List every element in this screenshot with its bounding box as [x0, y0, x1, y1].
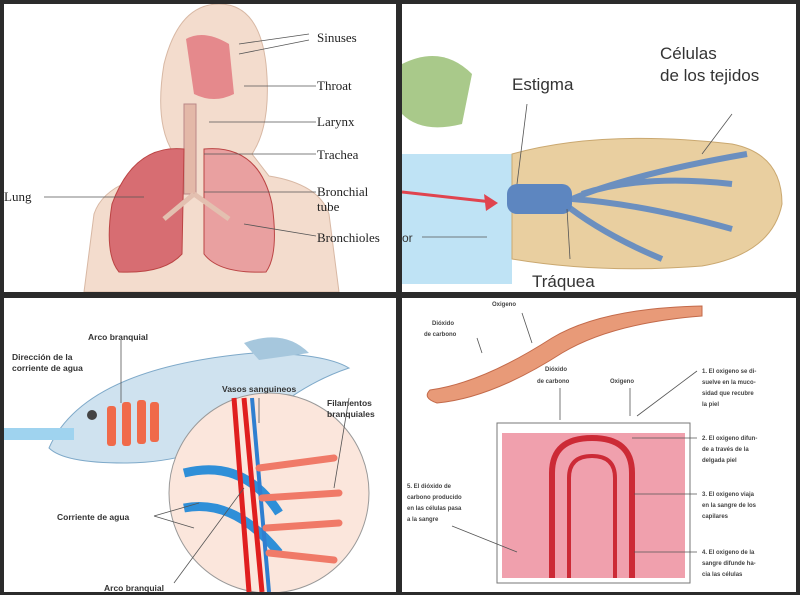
- fish-gills-panel: Arco branquial Dirección de la corriente…: [4, 298, 396, 592]
- label-larynx: Larynx: [317, 114, 355, 129]
- label-bronchial: Bronchial: [317, 184, 369, 199]
- step-5-line: a la sangre: [407, 517, 439, 523]
- step-4: 4. El oxigeno de la sangre difunde ha- c…: [702, 550, 756, 578]
- step-2: 2. El oxigeno difun- de a través de la d…: [702, 436, 757, 464]
- step-2-line: delgada piel: [702, 458, 737, 464]
- step-1: 1. El oxigeno se di- suelve en la muco- …: [702, 369, 756, 408]
- label-celulas-1: Células: [660, 44, 717, 63]
- worm-respiration-panel: Oxigeno Dióxido de carbono Dióxido de ca…: [402, 298, 796, 592]
- step-2-line: 2. El oxigeno difun-: [702, 436, 757, 442]
- label-dioxido-top-1: Dióxido: [432, 321, 454, 327]
- step-3-line: 3. El oxigeno viaja: [702, 492, 755, 498]
- label-direccion-1: Dirección de la: [12, 352, 73, 362]
- step-1-line: suelve en la muco-: [702, 380, 756, 386]
- label-dioxido-top-2: de carbono: [424, 332, 457, 338]
- step-4-line: cia las células: [702, 572, 743, 578]
- label-oxigeno-top: Oxigeno: [492, 302, 516, 308]
- step-3-line: capilares: [702, 514, 729, 520]
- fish-gills-illustration: Arco branquial Dirección de la corriente…: [4, 332, 375, 592]
- insect-trachea-panel: Estigma Células de los tejidos Tráquea o…: [402, 4, 796, 292]
- label-corriente: Corriente de agua: [57, 512, 130, 522]
- label-direccion-2: corriente de agua: [12, 363, 83, 373]
- worm-respiration-illustration: Oxigeno Dióxido de carbono Dióxido de ca…: [407, 302, 757, 584]
- step-3-line: en la sangre de los: [702, 503, 757, 509]
- step-4-line: 4. El oxigeno de la: [702, 550, 755, 556]
- insect-trachea-illustration: Estigma Células de los tejidos Tráquea o…: [402, 44, 783, 291]
- label-dioxido-mid-1: Dióxido: [545, 367, 567, 373]
- label-filamentos-2: branquiales: [327, 409, 375, 419]
- label-filamentos-1: Filamentos: [327, 398, 372, 408]
- label-tube: tube: [317, 199, 340, 214]
- label-celulas-2: de los tejidos: [660, 66, 759, 85]
- label-trachea: Trachea: [317, 147, 359, 162]
- step-4-line: sangre difunde ha-: [702, 561, 756, 567]
- label-arco-branquial-bottom: Arco branquial: [104, 583, 164, 592]
- step-5: 5. El dióxido de carbono producido en la…: [407, 484, 462, 523]
- label-lung: Lung: [4, 189, 32, 204]
- step-5-line: en las células pasa: [407, 506, 462, 512]
- step-5-line: 5. El dióxido de: [407, 484, 452, 490]
- label-dioxido-mid-2: de carbono: [537, 379, 570, 385]
- label-estigma: Estigma: [512, 75, 574, 94]
- human-respiratory-panel: Sinuses Throat Larynx Trachea Lung Bronc…: [4, 4, 396, 292]
- step-3: 3. El oxigeno viaja en la sangre de los …: [702, 492, 757, 520]
- step-1-line: sidad que recubre: [702, 391, 754, 397]
- label-traquea: Tráquea: [532, 272, 595, 291]
- label-bronchioles: Bronchioles: [317, 230, 380, 245]
- step-2-line: de a través de la: [702, 447, 749, 453]
- label-sinuses: Sinuses: [317, 30, 357, 45]
- human-respiratory-illustration: Sinuses Throat Larynx Trachea Lung Bronc…: [4, 4, 380, 292]
- label-arco-branquial-top: Arco branquial: [88, 332, 148, 342]
- step-5-line: carbono producido: [407, 495, 462, 501]
- step-1-line: 1. El oxigeno se di-: [702, 369, 756, 375]
- step-1-line: la piel: [702, 402, 719, 408]
- label-throat: Throat: [317, 78, 352, 93]
- label-vasos: Vasos sanguineos: [222, 384, 296, 394]
- label-cut: or: [402, 231, 413, 245]
- label-oxigeno-mid: Oxigeno: [610, 379, 634, 385]
